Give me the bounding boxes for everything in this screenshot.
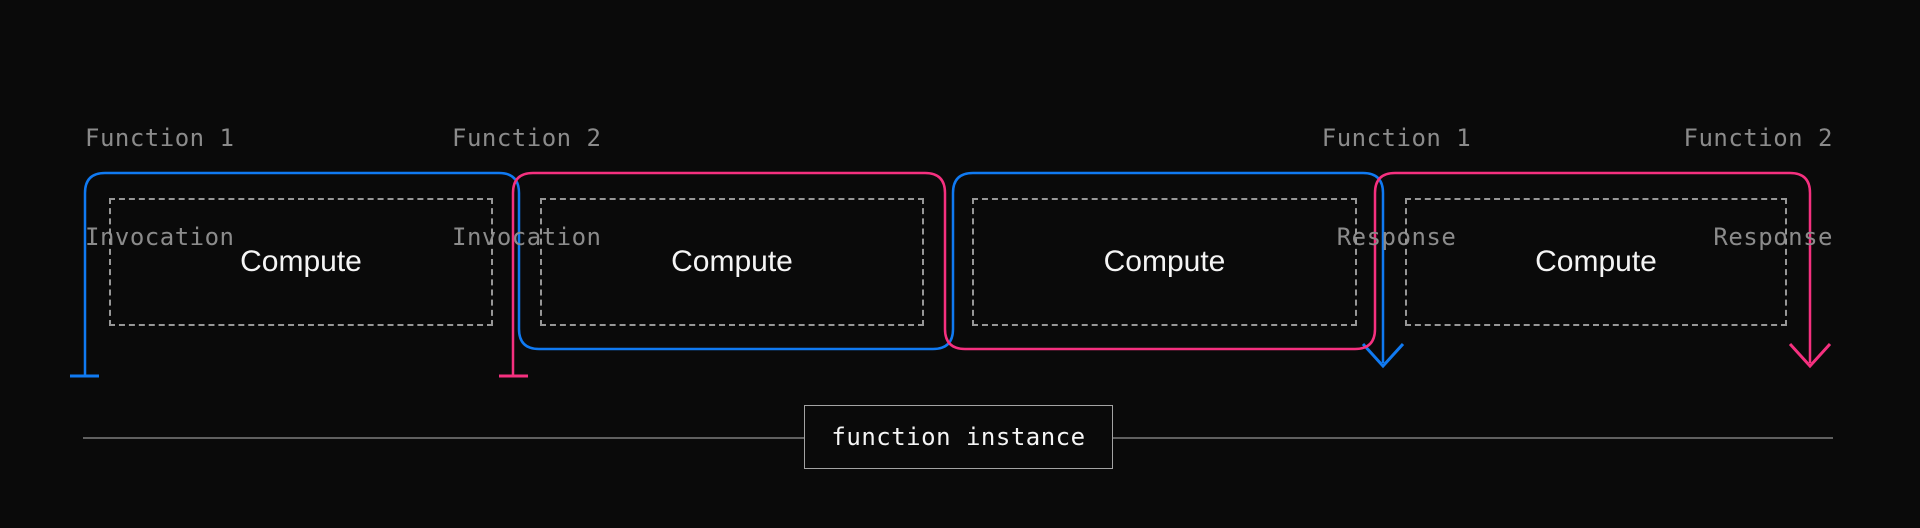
compute-box-2: Compute: [540, 198, 924, 326]
function-instance-label: function instance: [831, 423, 1086, 451]
function1-path: [83, 171, 1385, 376]
compute-box-1: Compute: [109, 198, 493, 326]
label-function2-response: Function 2 Response: [1684, 56, 1834, 320]
compute-box-label: Compute: [671, 245, 793, 278]
label-line: Response: [1713, 223, 1833, 251]
function1-response-arrow-icon: [1361, 342, 1405, 369]
function2-path: [511, 171, 1812, 376]
function2-response-arrow-icon: [1788, 342, 1832, 369]
compute-box-3: Compute: [972, 198, 1357, 326]
label-line: Function 2: [1683, 124, 1833, 152]
label-line: Function 2: [452, 124, 602, 152]
label-function2-invocation: Function 2 Invocation: [452, 56, 602, 320]
label-line: Function 1: [85, 124, 235, 152]
compute-box-label: Compute: [240, 245, 362, 278]
label-line: Invocation: [452, 223, 602, 251]
label-line: Function 1: [1321, 124, 1472, 152]
compute-box-label: Compute: [1103, 245, 1226, 278]
function-instance-label-box: function instance: [804, 405, 1113, 469]
compute-box-4: Compute: [1405, 198, 1787, 326]
compute-box-label: Compute: [1535, 245, 1657, 278]
